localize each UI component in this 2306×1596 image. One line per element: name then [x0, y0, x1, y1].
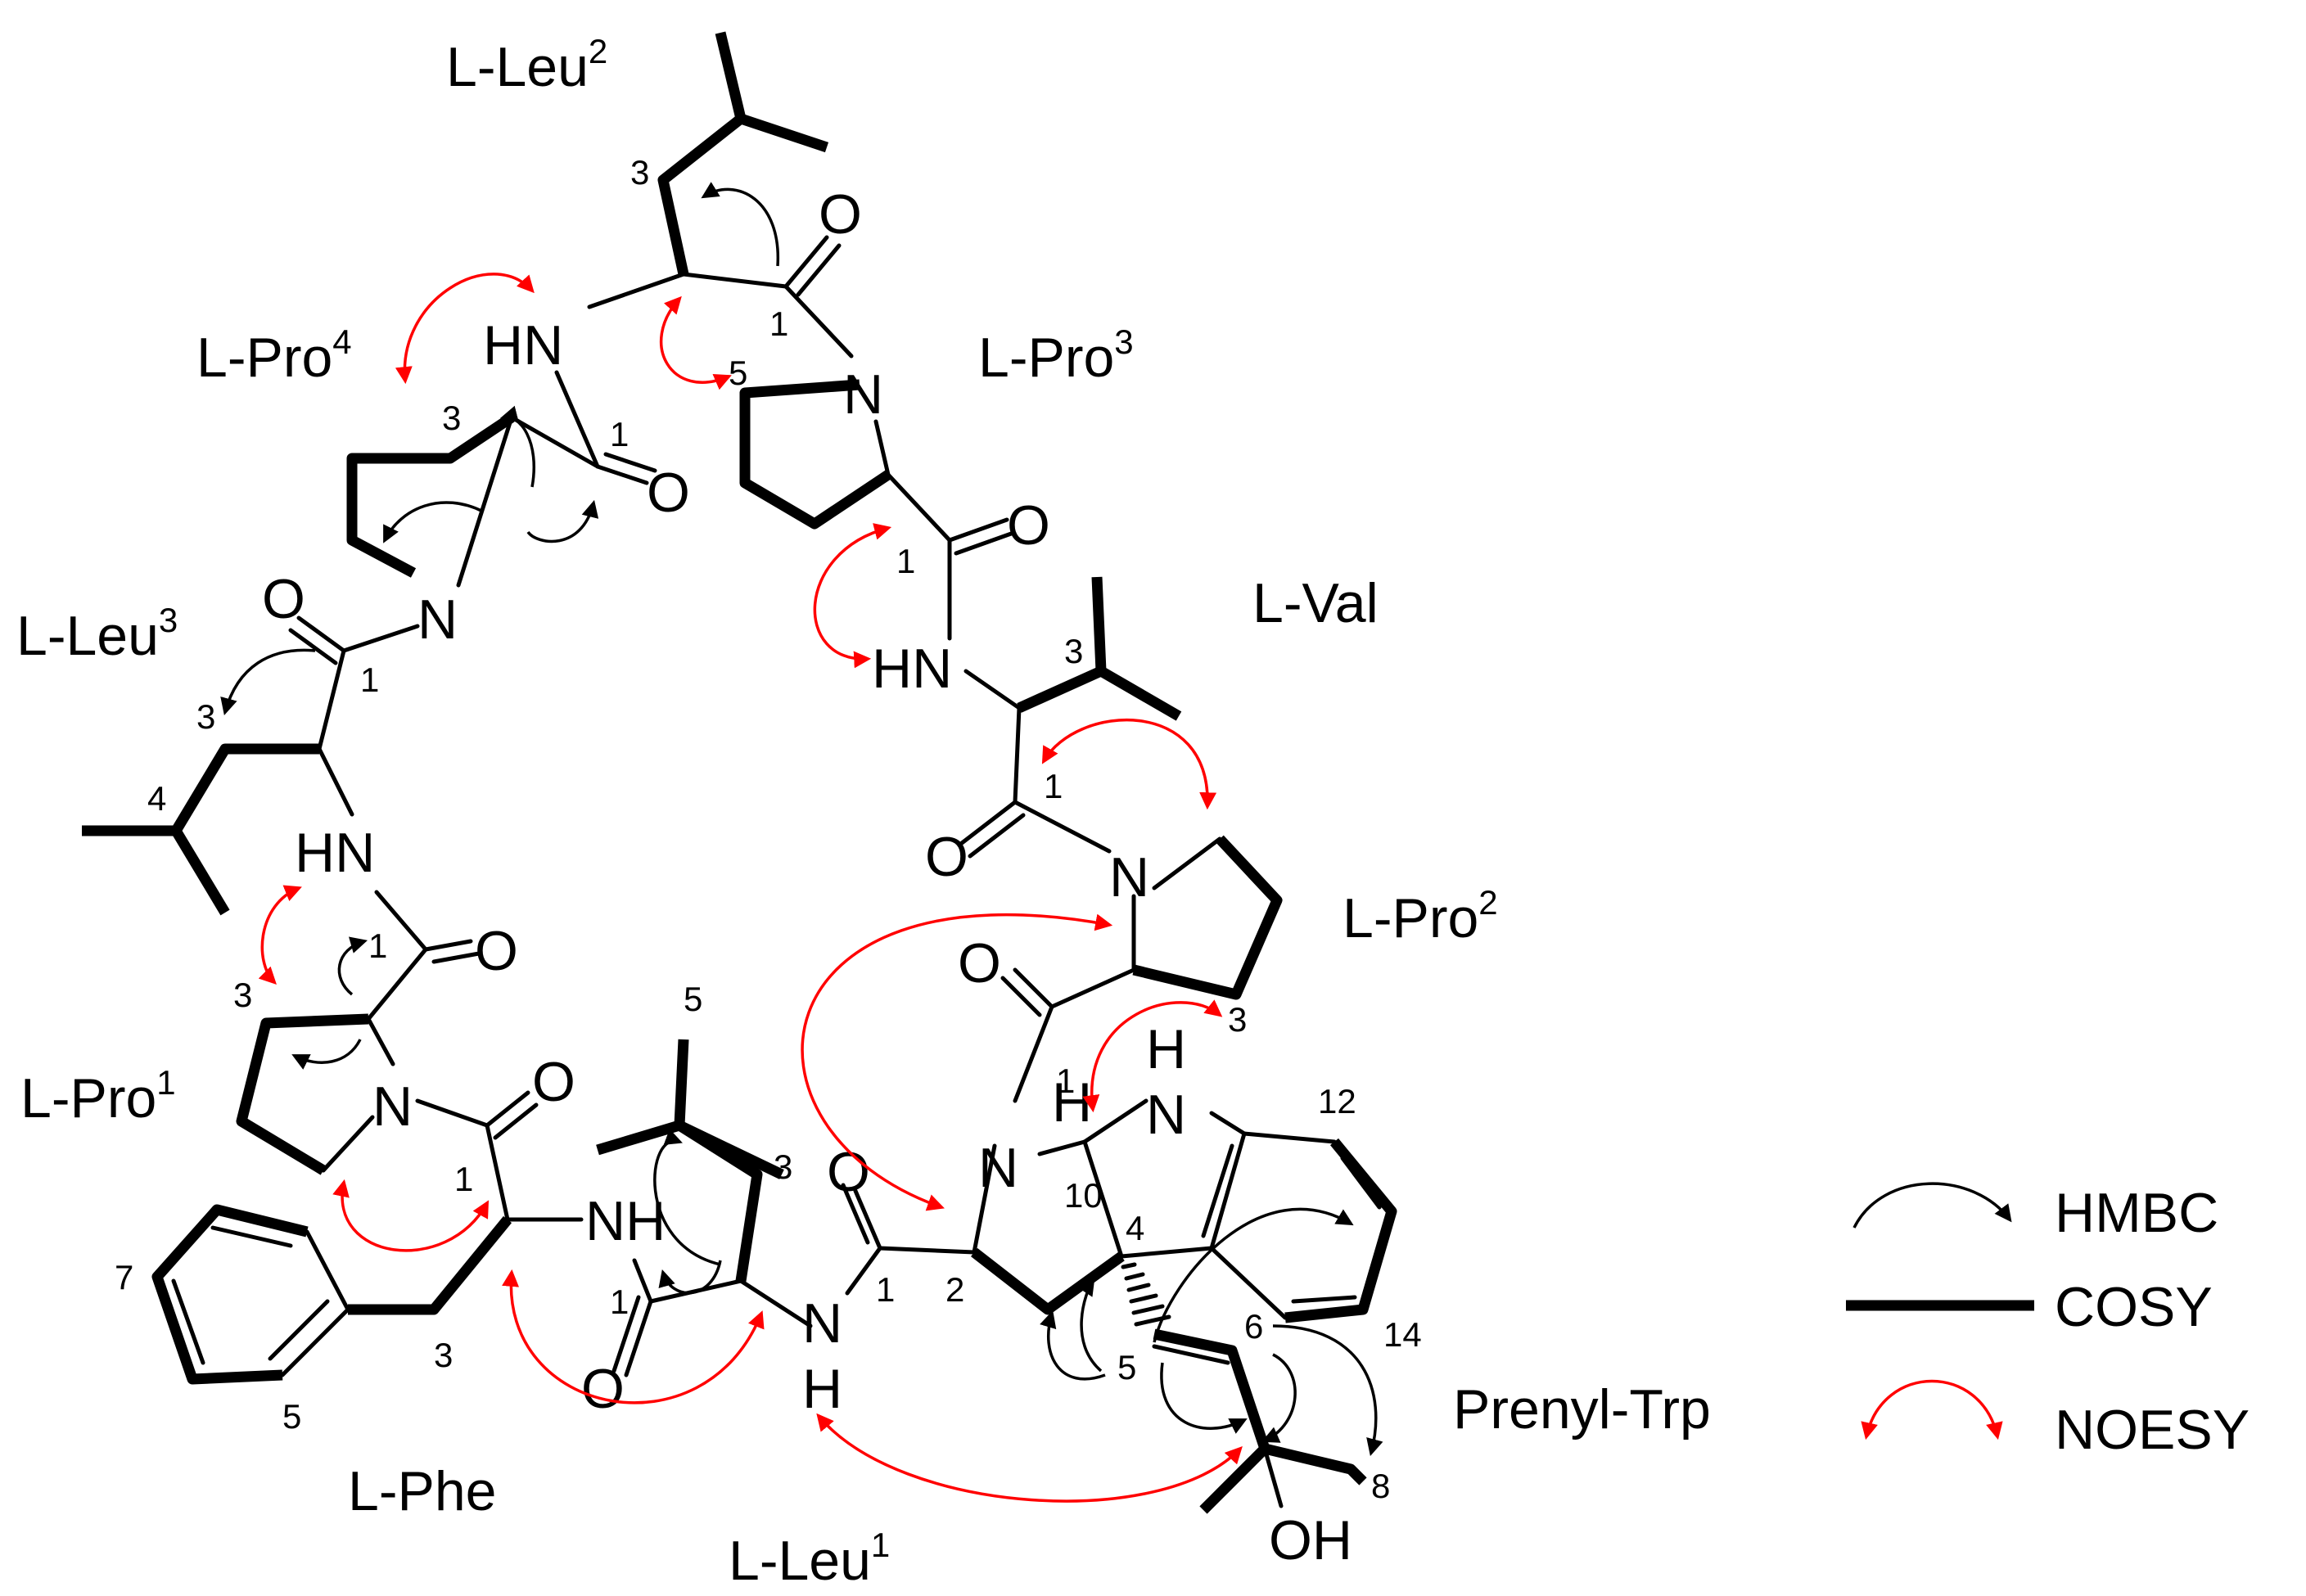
noesy-arrows — [258, 273, 1243, 1503]
atom-n-indole: N — [1146, 1084, 1186, 1146]
pos-pro1-3: 3 — [233, 976, 252, 1014]
legend-hmbc: HMBC — [1852, 1182, 2218, 1244]
label-pro4: L-Pro4 — [196, 322, 352, 389]
atom-o-phe: O — [581, 1358, 625, 1420]
legend-noesy-arrow — [1861, 1379, 2003, 1440]
pos-trp-1: 1 — [876, 1270, 895, 1309]
atom-hn-leu3: HN — [295, 822, 375, 884]
legend-noesy: NOESY — [1861, 1379, 2250, 1461]
pos-trp-4: 4 — [1126, 1209, 1144, 1247]
hashed-bond — [1121, 1262, 1171, 1327]
pos-trp-5: 5 — [1117, 1348, 1136, 1386]
label-pro3: L-Pro3 — [978, 322, 1134, 389]
atom-n-pro1: N — [372, 1075, 413, 1138]
pos-pro4-1: 1 — [610, 415, 629, 453]
atom-n-pro4: N — [417, 588, 458, 651]
atom-o-val: O — [925, 826, 968, 888]
atom-n-pro2: N — [1109, 846, 1149, 908]
pos-leu1-5: 5 — [684, 980, 702, 1018]
pos-pro3-1: 1 — [896, 542, 915, 580]
label-leu1: L-Leu1 — [729, 1526, 890, 1592]
pos-leu1-3: 3 — [774, 1147, 792, 1186]
pos-val-1: 1 — [1044, 767, 1063, 805]
pos-leu2-3: 3 — [630, 153, 649, 192]
atom-o-pro2: O — [958, 932, 1001, 994]
atom-hn-leu2: HN — [483, 314, 563, 376]
pos-leu3-1: 1 — [360, 660, 379, 699]
label-pro2: L-Pro2 — [1343, 883, 1498, 949]
pos-pro4-3: 3 — [442, 399, 461, 437]
residue-labels: L-Leu2 L-Pro4 L-Pro3 L-Leu3 L-Val L-Pro2… — [16, 32, 1711, 1592]
cosy-bonds — [82, 31, 1397, 1514]
atom-o-pro1: O — [532, 1051, 575, 1113]
pos-leu2-1: 1 — [769, 304, 788, 343]
atom-o-pro3: O — [1007, 494, 1050, 557]
pos-pro3-5: 5 — [729, 354, 747, 392]
pos-val-3: 3 — [1064, 632, 1083, 670]
atom-o-pro4-co: O — [262, 568, 305, 630]
legend-cosy: COSY — [1846, 1276, 2213, 1338]
label-prenyl-trp: Prenyl-Trp — [1453, 1378, 1711, 1440]
atom-o-leu3: O — [475, 920, 518, 982]
pos-trp-12: 12 — [1318, 1082, 1356, 1120]
pos-pro1-1: 1 — [368, 926, 387, 965]
atom-hn-val: HN — [872, 638, 952, 700]
atom-h-leu1: H — [802, 1358, 842, 1420]
label-leu3: L-Leu3 — [16, 601, 178, 667]
legend-hmbc-label: HMBC — [2055, 1182, 2218, 1244]
label-leu2: L-Leu2 — [446, 32, 607, 98]
pos-trp-6: 6 — [1244, 1307, 1263, 1346]
pos-trp-14: 14 — [1383, 1315, 1422, 1354]
legend-noesy-label: NOESY — [2055, 1399, 2250, 1461]
pos-pro2-3: 3 — [1228, 1000, 1247, 1039]
atom-n-trp: N — [978, 1137, 1018, 1199]
pos-leu1-1: 1 — [610, 1283, 629, 1321]
label-pro1: L-Pro1 — [20, 1063, 176, 1129]
atom-oh-prenyl: OH — [1269, 1509, 1352, 1571]
label-phe: L-Phe — [348, 1460, 496, 1522]
pos-phe-7: 7 — [115, 1258, 133, 1296]
legend-hmbc-arrow — [1852, 1182, 2012, 1229]
pos-phe-1: 1 — [454, 1160, 473, 1198]
hmbc-arrows — [220, 182, 1383, 1457]
position-numbers: 3 1 5 3 1 1 3 1 1 3 4 1 3 1 3 7 5 5 3 1 … — [115, 153, 1422, 1505]
pos-leu3-4: 4 — [147, 779, 166, 818]
atom-o-pro4: O — [647, 462, 690, 524]
atom-nh-phe: NH — [585, 1190, 666, 1252]
atom-h-indole: H — [1146, 1018, 1186, 1080]
label-val: L-Val — [1252, 572, 1379, 634]
pos-leu3-3: 3 — [196, 697, 215, 736]
atom-n-leu1: N — [802, 1292, 842, 1355]
pos-trp-10: 10 — [1064, 1176, 1103, 1215]
atom-o-leu2: O — [819, 183, 862, 246]
legend-cosy-label: COSY — [2055, 1276, 2213, 1338]
legend: HMBC COSY NOESY — [1846, 1182, 2250, 1461]
pos-trp-8: 8 — [1371, 1467, 1390, 1505]
pos-phe-3: 3 — [434, 1336, 453, 1374]
pos-phe-5: 5 — [282, 1397, 301, 1436]
pos-pro2-1: 1 — [1056, 1062, 1075, 1100]
pos-trp-2: 2 — [945, 1270, 964, 1309]
atom-n-pro3: N — [843, 363, 883, 426]
